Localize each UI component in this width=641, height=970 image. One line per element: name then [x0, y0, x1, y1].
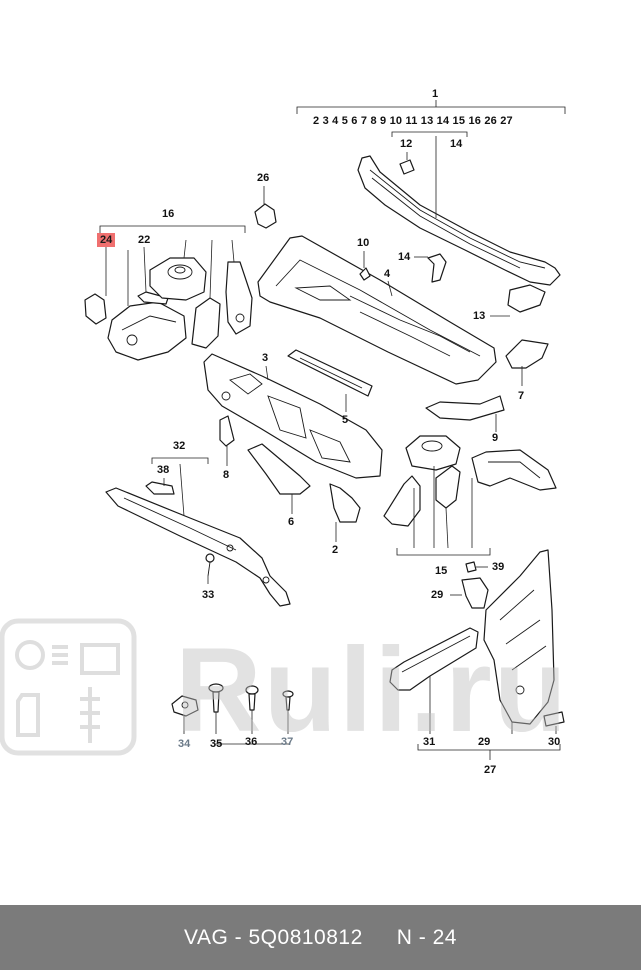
callout-33: 33 — [202, 589, 215, 601]
callout-29-lower: 29 — [478, 736, 491, 748]
footer-separator: - — [228, 925, 249, 949]
callout-1: 1 — [432, 88, 439, 100]
callout-7: 7 — [518, 390, 525, 402]
group-bracket-27 — [417, 744, 561, 751]
callout-37: 37 — [281, 736, 294, 748]
callout-22: 22 — [138, 234, 151, 246]
part-37-screw — [282, 690, 294, 711]
callout-4: 4 — [384, 268, 391, 280]
part-29-bracket — [461, 577, 489, 609]
callout-26: 26 — [257, 172, 270, 184]
callout-3: 3 — [262, 352, 269, 364]
part-35-bolt — [208, 683, 224, 713]
part-22 — [137, 291, 169, 305]
callout-12: 12 — [400, 138, 413, 150]
parts-diagram: Ruli.ru 1 2 3 4 5 6 7 8 9 10 11 13 14 15… — [0, 88, 567, 776]
part-4-panel — [257, 235, 497, 385]
callout-2: 2 — [332, 544, 339, 556]
callout-6: 6 — [288, 516, 295, 528]
callout-39: 39 — [492, 561, 505, 573]
group-bracket-12-14 — [391, 131, 468, 137]
part-33-screw — [205, 553, 215, 577]
callout-8: 8 — [223, 469, 230, 481]
part-8-bracket — [219, 415, 235, 447]
part-39-clip — [465, 561, 477, 573]
part-15-bracket-b — [435, 465, 461, 509]
part-15-bracket-a — [383, 475, 421, 527]
callout-9: 9 — [492, 432, 499, 444]
callout-15: 15 — [435, 565, 448, 577]
footer-position: N - 24 — [396, 925, 457, 949]
callout-14: 14 — [398, 251, 411, 263]
callout-31: 31 — [423, 736, 436, 748]
part-15-wheelhouse — [471, 449, 557, 491]
callout-35: 35 — [210, 738, 223, 750]
part-6-bracket — [247, 443, 311, 495]
callout-36: 36 — [245, 736, 258, 748]
group-bracket-1 — [296, 100, 566, 114]
part-3-bulkhead — [203, 353, 383, 479]
callout-13: 13 — [473, 310, 486, 322]
callout-34: 34 — [178, 738, 191, 750]
group-bracket-32 — [151, 457, 209, 464]
part-27-pillar — [483, 549, 555, 725]
callout-24-highlight: 24 — [97, 233, 116, 247]
group-bracket-16 — [99, 225, 246, 233]
callout-5: 5 — [342, 414, 349, 426]
part-14-bracket — [427, 253, 447, 283]
footer-part-number: 5Q0810812 — [248, 925, 363, 949]
callout-29-upper: 29 — [431, 589, 444, 601]
footer-bar: VAG - 5Q0810812 N - 24 — [0, 905, 641, 970]
callout-1-sequence: 2 3 4 5 6 7 8 9 10 11 13 14 15 16 26 27 — [313, 115, 513, 127]
callout-14-top: 14 — [450, 138, 463, 150]
footer-brand: VAG — [184, 925, 229, 949]
part-34-nut — [171, 695, 199, 717]
part-10-clip — [359, 267, 371, 281]
part-5-rail — [287, 349, 373, 397]
callout-16: 16 — [162, 208, 175, 220]
group-bracket-15 — [396, 548, 491, 556]
part-2-bracket — [329, 483, 361, 523]
callout-27: 27 — [484, 764, 497, 776]
part-7-bracket — [505, 339, 549, 369]
part-16-left-strut-tower — [107, 301, 187, 361]
part-31-rail — [389, 627, 479, 691]
part-1-crossmember — [357, 155, 561, 313]
diagram-drawing — [84, 100, 566, 760]
callout-38: 38 — [157, 464, 170, 476]
part-26-bracket — [254, 203, 277, 229]
part-38 — [145, 481, 175, 495]
callout-30: 30 — [548, 736, 561, 748]
part-left-pillar-a — [191, 297, 221, 349]
part-30-tag — [543, 711, 565, 727]
part-9-plate — [425, 395, 505, 421]
part-36-bolt — [245, 685, 259, 711]
callout-10: 10 — [357, 237, 370, 249]
callout-32: 32 — [173, 440, 186, 452]
part-left-pillar-b — [225, 261, 253, 335]
part-12 — [399, 159, 415, 175]
part-32-crossmember — [105, 487, 291, 607]
part-strut-mount — [149, 257, 207, 301]
part-15-strut-tower — [405, 435, 461, 471]
part-24-bracket — [84, 293, 107, 325]
